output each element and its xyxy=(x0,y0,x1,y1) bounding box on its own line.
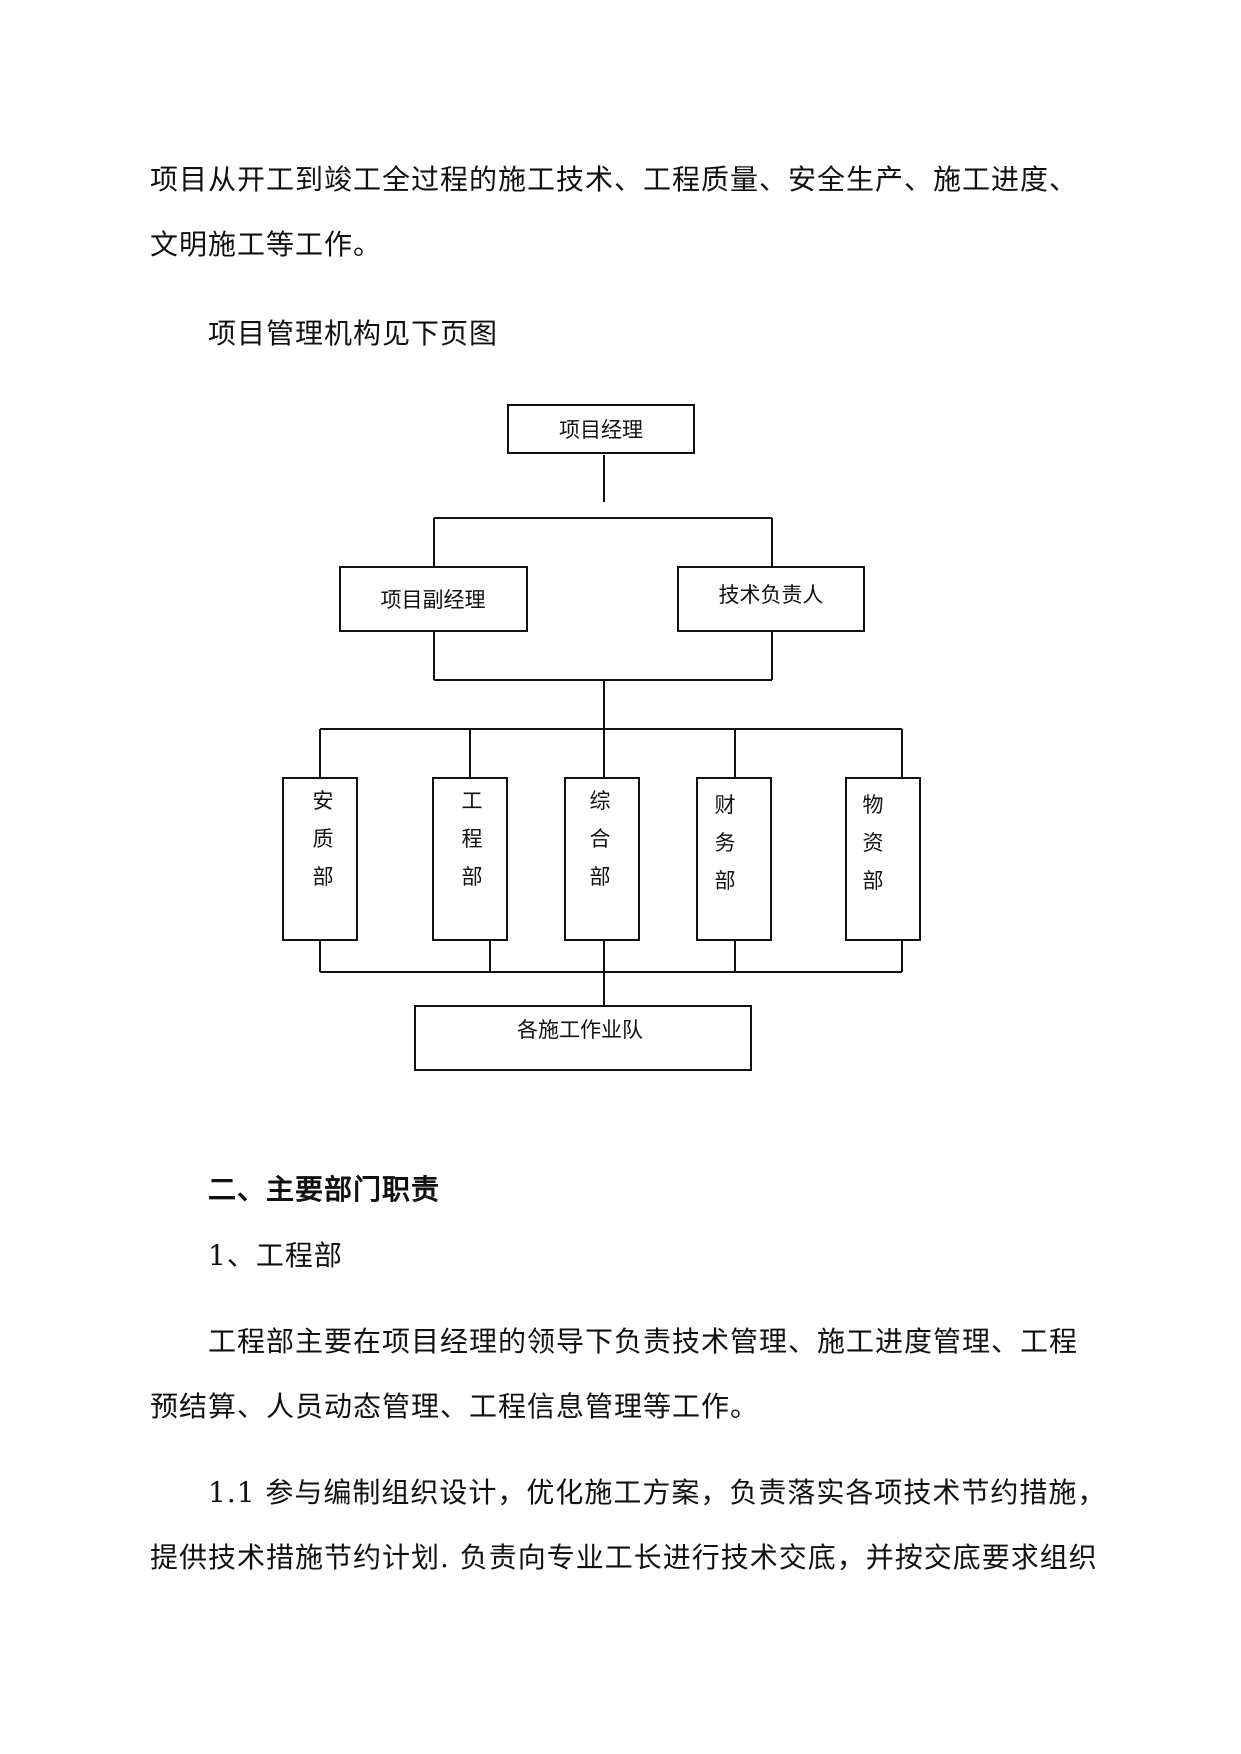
label-dept-4-char-2: 务 xyxy=(715,831,736,855)
paragraph-3-line-2: 提供技术措施节约计划. 负责向专业工长进行技术交底，并按交底要求组织 xyxy=(150,1541,1098,1574)
box-dept-4 xyxy=(696,777,772,941)
paragraph-2-line-1: 工程部主要在项目经理的领导下负责技术管理、施工进度管理、工程 xyxy=(208,1325,1079,1358)
intro-line: 项目管理机构见下页图 xyxy=(208,317,499,350)
label-dept-3-char-1: 综 xyxy=(590,789,611,813)
label-dept-5-char-1: 物 xyxy=(863,793,884,817)
section-heading: 二、主要部门职责 xyxy=(208,1173,441,1206)
label-dept-3-char-3: 部 xyxy=(590,865,611,889)
box-deputy-manager xyxy=(339,566,528,632)
box-dept-5 xyxy=(845,777,921,941)
box-dept-3 xyxy=(564,777,640,941)
label-dept-5-char-2: 资 xyxy=(863,831,884,855)
paragraph-2-line-2: 预结算、人员动态管理、工程信息管理等工作。 xyxy=(150,1390,760,1423)
label-project-manager: 项目经理 xyxy=(559,418,643,442)
sub-heading: 1、工程部 xyxy=(208,1239,343,1272)
label-construction-teams: 各施工作业队 xyxy=(517,1018,643,1042)
label-dept-3-char-2: 合 xyxy=(590,827,611,851)
box-construction-teams xyxy=(414,1005,752,1071)
label-dept-4-char-3: 部 xyxy=(715,869,736,893)
label-dept-1-char-1: 安 xyxy=(313,789,334,813)
box-dept-1 xyxy=(282,777,358,941)
label-dept-2-char-1: 工 xyxy=(462,789,483,813)
label-dept-5-char-3: 部 xyxy=(863,869,884,893)
label-tech-lead: 技术负责人 xyxy=(719,583,824,607)
org-chart-connectors xyxy=(319,455,903,1006)
label-dept-2-char-3: 部 xyxy=(462,865,483,889)
paragraph-1-line-2: 文明施工等工作。 xyxy=(150,228,383,261)
label-deputy-manager: 项目副经理 xyxy=(381,588,486,612)
box-dept-2 xyxy=(432,777,508,941)
box-tech-lead xyxy=(677,566,865,632)
paragraph-1-line-1: 项目从开工到竣工全过程的施工技术、工程质量、安全生产、施工进度、 xyxy=(150,163,1079,196)
label-dept-1-char-2: 质 xyxy=(313,827,334,851)
org-chart-boxes xyxy=(282,404,921,1071)
paragraph-3-line-1: 1.1 参与编制组织设计，优化施工方案，负责落实各项技术节约措施， xyxy=(208,1476,1107,1509)
label-dept-4-char-1: 财 xyxy=(715,793,736,817)
org-chart-labels: 项目经理 项目副经理 技术负责人 安 质 部 工 程 部 综 合 部 财 务 部… xyxy=(313,418,884,1042)
label-dept-2-char-2: 程 xyxy=(462,827,483,851)
box-project-manager xyxy=(507,404,695,454)
label-dept-1-char-3: 部 xyxy=(313,865,334,889)
